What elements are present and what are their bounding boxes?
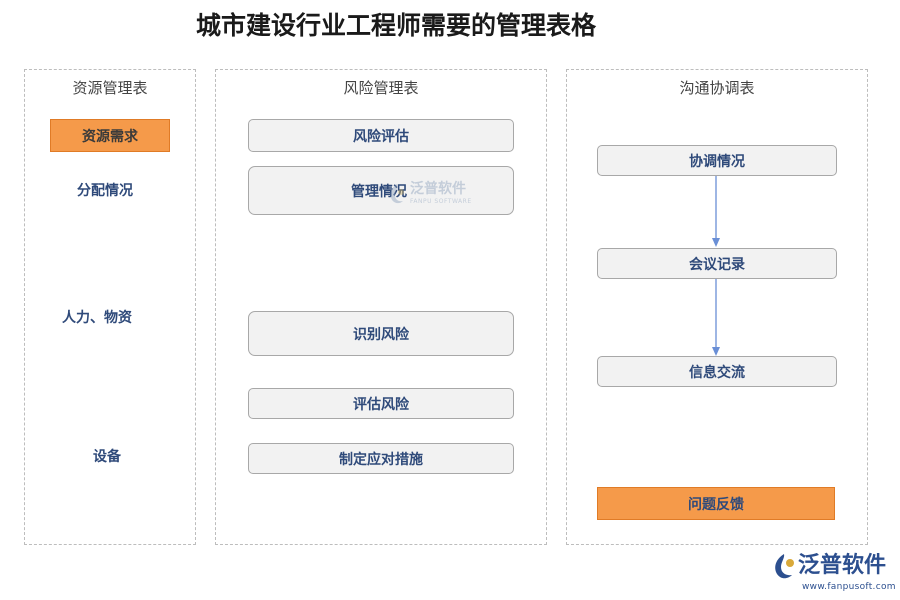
risk-assessment-box: 风险评估 [248, 119, 514, 152]
risk-assessment-label: 风险评估 [353, 128, 409, 145]
coordination-label: 协调情况 [689, 153, 745, 170]
evaluate-risk-label: 评估风险 [353, 396, 409, 413]
brand-url: www.fanpusoft.com [802, 582, 896, 592]
feedback-box: 问题反馈 [597, 487, 835, 520]
management-status-box: 管理情况 [248, 166, 514, 215]
watermark: 泛普软件 FANPU SOFTWARE [386, 180, 476, 210]
page-title: 城市建设行业工程师需要的管理表格 [196, 11, 597, 40]
manpower-materials-label: 人力、物资 [62, 310, 132, 326]
risk-panel-title: 风险管理表 [343, 79, 419, 97]
countermeasures-box: 制定应对措施 [248, 443, 514, 474]
flow-arrow-1 [712, 176, 720, 247]
watermark-subtext: FANPU SOFTWARE [410, 198, 472, 205]
watermark-logo-icon [390, 184, 404, 204]
evaluate-risk-box: 评估风险 [248, 388, 514, 419]
management-status-label: 管理情况 [351, 183, 407, 200]
meeting-minutes-label: 会议记录 [689, 256, 745, 273]
resource-panel-title: 资源管理表 [72, 79, 148, 97]
countermeasures-label: 制定应对措施 [339, 451, 423, 468]
brand-name: 泛普软件 [798, 553, 887, 578]
brand-logo: 泛普软件 www.fanpusoft.com [770, 550, 896, 598]
meeting-minutes-box: 会议记录 [597, 248, 837, 279]
equipment-label: 设备 [93, 449, 121, 465]
feedback-label: 问题反馈 [688, 496, 744, 513]
info-exchange-label: 信息交流 [689, 364, 745, 381]
resource-demand-box: 资源需求 [50, 119, 170, 152]
resource-panel: 资源管理表 [24, 69, 196, 545]
info-exchange-box: 信息交流 [597, 356, 837, 387]
identify-risk-label: 识别风险 [353, 326, 409, 343]
risk-panel: 风险管理表 [215, 69, 547, 545]
communication-panel-title: 沟通协调表 [679, 79, 755, 97]
identify-risk-box: 识别风险 [248, 311, 514, 356]
watermark-text: 泛普软件 [410, 181, 466, 197]
resource-demand-label: 资源需求 [82, 128, 138, 145]
coordination-box: 协调情况 [597, 145, 837, 176]
communication-panel: 沟通协调表 [566, 69, 868, 545]
allocation-label: 分配情况 [77, 183, 133, 199]
brand-logo-icon [775, 554, 794, 579]
flow-arrow-2 [712, 279, 720, 356]
